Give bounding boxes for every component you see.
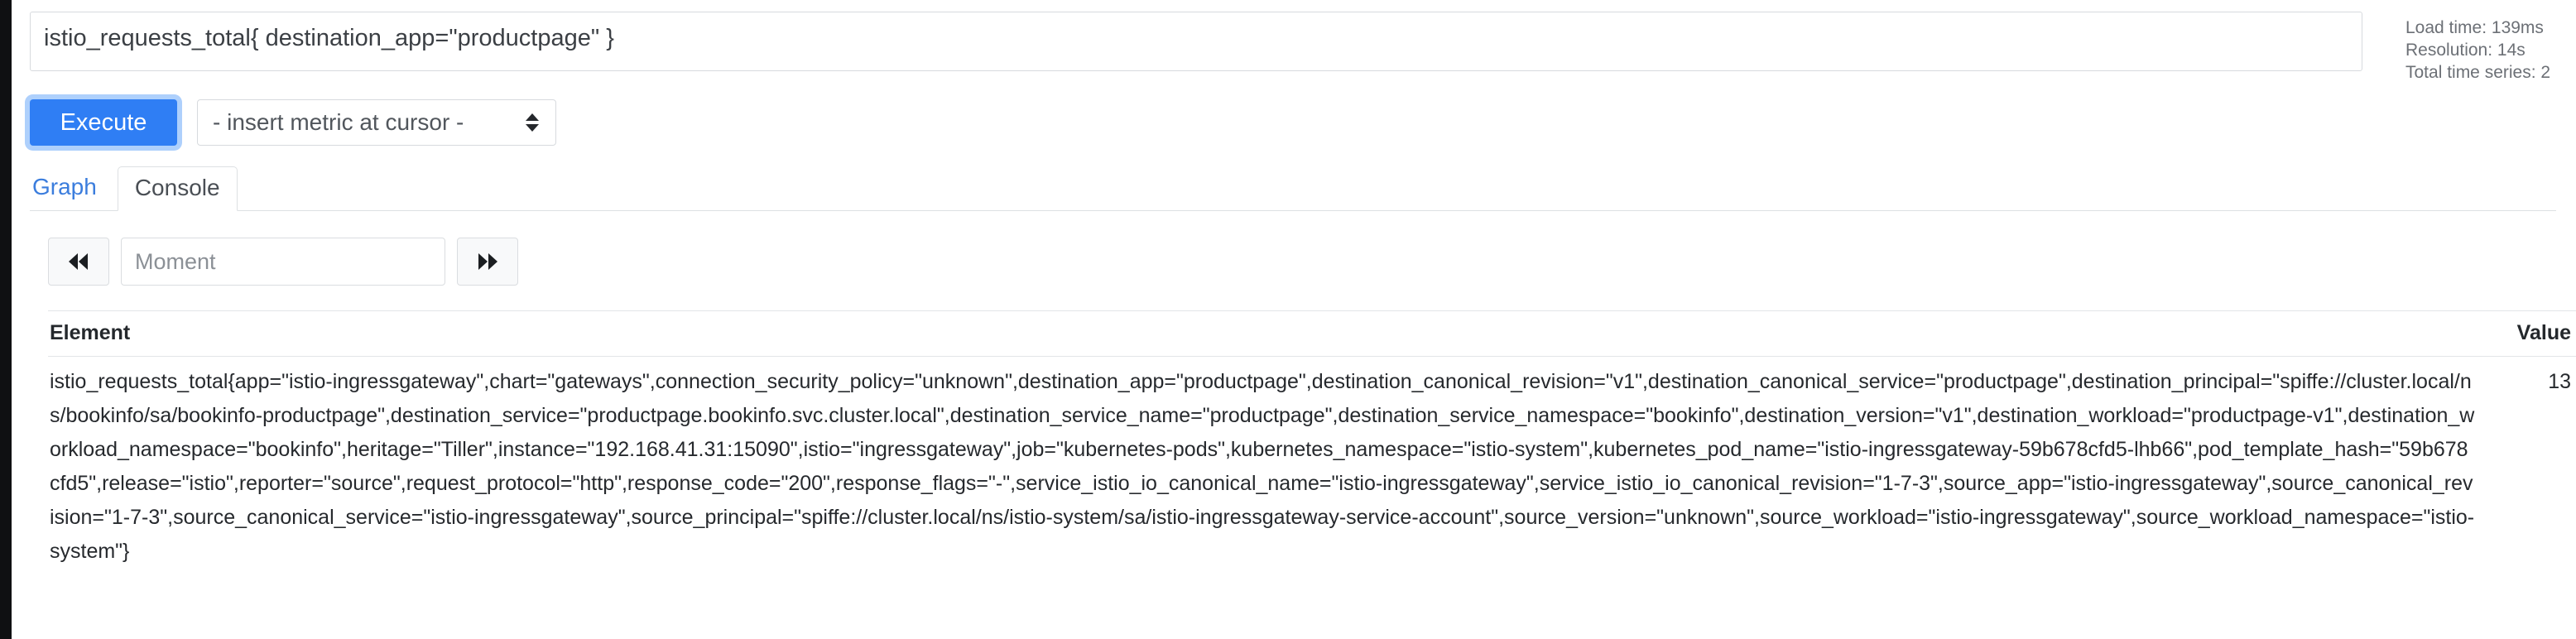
query-stats: Load time: 139ms Resolution: 14s Total t… [2405, 12, 2550, 84]
moment-input[interactable] [121, 238, 445, 286]
rewind-icon [69, 253, 88, 270]
load-time-stat: Load time: 139ms [2405, 18, 2544, 37]
insert-metric-select-value: - insert metric at cursor - [213, 109, 464, 135]
results-table-body: istio_requests_total{app="istio-ingressg… [48, 357, 2576, 578]
results-table: Element Value istio_requests_total{app="… [48, 310, 2576, 577]
series-value: 13 [2548, 370, 2571, 393]
series-label: istio_requests_total{app="istio-ingressg… [50, 370, 2475, 563]
moment-navigation [30, 236, 2556, 287]
table-header-row: Element Value [48, 310, 2576, 357]
column-header-value: Value [2478, 310, 2576, 357]
step-forward-button[interactable] [457, 238, 518, 286]
query-row: istio_requests_total{ destination_app="p… [30, 0, 2556, 84]
resolution-stat: Resolution: 14s [2405, 41, 2526, 60]
page-content: istio_requests_total{ destination_app="p… [12, 0, 2576, 639]
total-time-series-stat: Total time series: 2 [2405, 63, 2551, 82]
tab-graph[interactable]: Graph [32, 174, 97, 199]
results-table-head: Element Value [48, 310, 2576, 357]
column-header-element: Element [48, 310, 2478, 357]
table-row[interactable]: istio_requests_total{app="istio-ingressg… [48, 357, 2576, 578]
tab-console[interactable]: Console [117, 166, 238, 211]
controls-row: Execute - insert metric at cursor - [30, 98, 2556, 147]
chevron-updown-icon [526, 113, 539, 132]
fast-forward-icon [478, 253, 497, 270]
step-backward-button[interactable] [48, 238, 109, 286]
tab-bar: Graph Console [30, 166, 2556, 211]
results-table-wrapper: Element Value istio_requests_total{app="… [30, 310, 2576, 577]
query-expression-input[interactable]: istio_requests_total{ destination_app="p… [30, 12, 2362, 71]
insert-metric-select[interactable]: - insert metric at cursor - [197, 99, 556, 146]
execute-button[interactable]: Execute [30, 99, 177, 146]
